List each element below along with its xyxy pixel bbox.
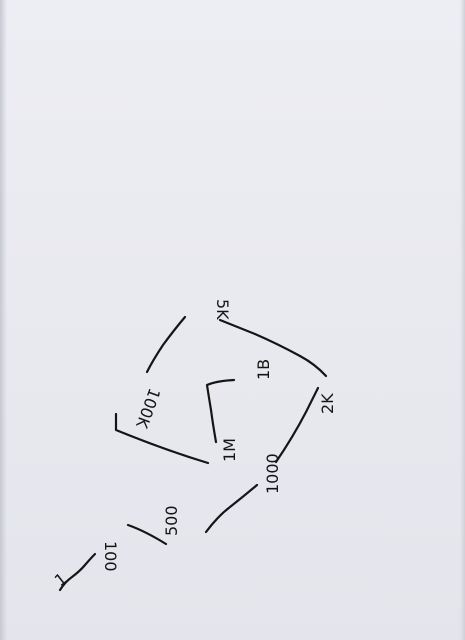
paper-right-shadow	[460, 0, 465, 640]
connector-1-to-100	[58, 552, 97, 592]
label-billion: 1B	[254, 359, 273, 380]
label-million: 1M	[220, 438, 239, 462]
connector-500-to-1000	[204, 483, 259, 534]
label-two-k: 2K	[318, 393, 337, 414]
connector-5k-to-2k	[218, 318, 328, 378]
label-hundred-k: 100K	[132, 386, 164, 432]
label-hundred: 100	[101, 541, 120, 572]
connector-1m-to-1b	[205, 378, 236, 444]
connector-1000-to-2k	[274, 386, 320, 464]
connector-100-to-500	[126, 523, 168, 546]
label-thousand: 1000	[263, 453, 282, 494]
connector-5k-to-100k	[145, 315, 187, 374]
label-five-k: 5K	[213, 299, 232, 320]
connector-100k-to-1m	[114, 412, 210, 465]
label-five-hundred: 500	[162, 505, 181, 536]
paper-left-shadow	[0, 0, 7, 640]
